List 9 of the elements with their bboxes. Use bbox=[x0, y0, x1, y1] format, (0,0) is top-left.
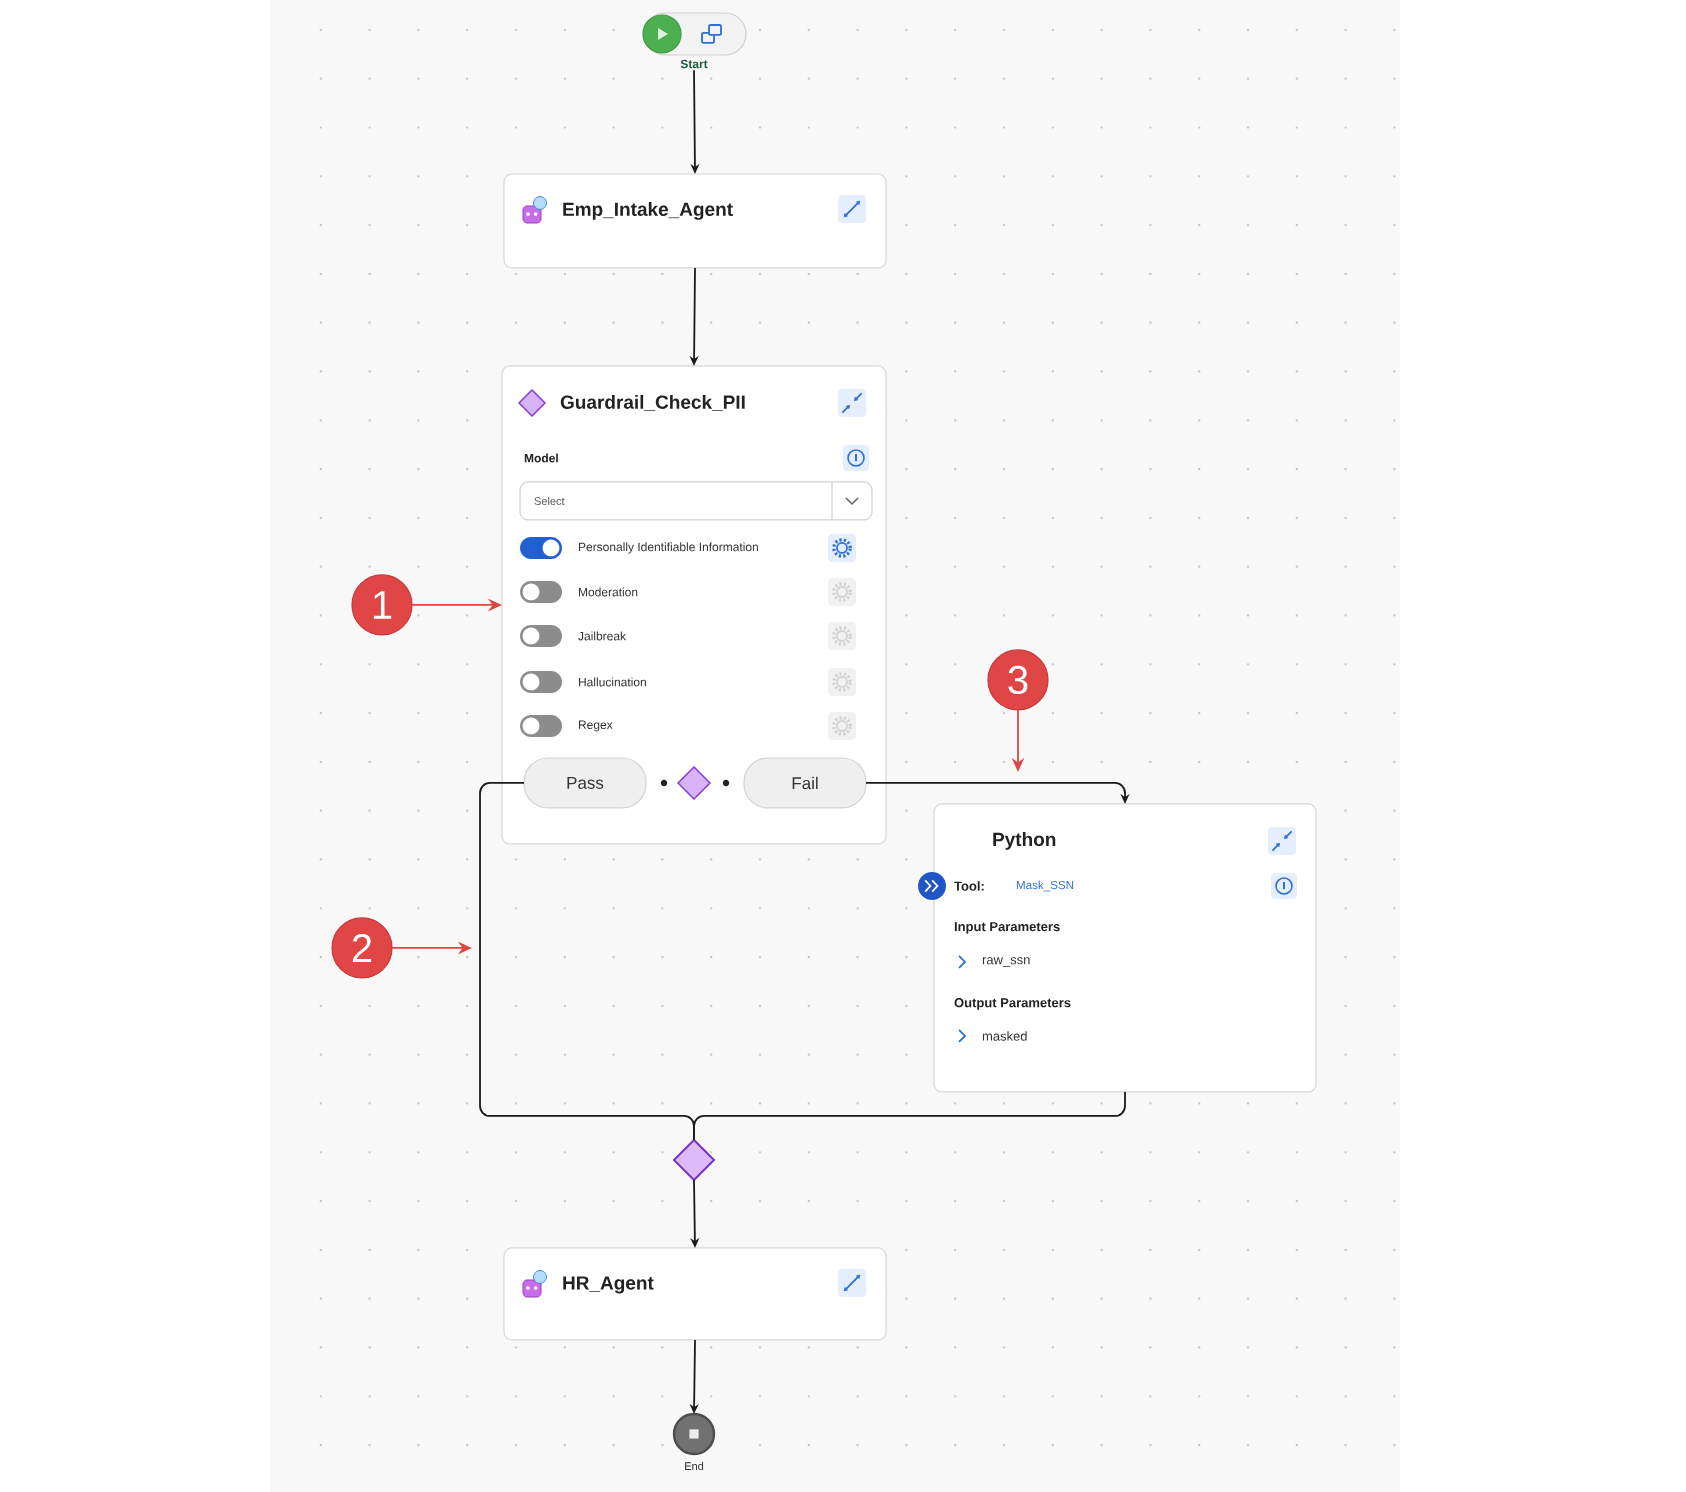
branch-button: Fail bbox=[743, 757, 867, 809]
branch-button: Pass bbox=[523, 757, 647, 809]
node-title: Guardrail_Check_PII bbox=[560, 394, 745, 411]
callout-number: 2 bbox=[331, 917, 393, 979]
callout-number: 1 bbox=[351, 574, 413, 636]
callout-number: 3 bbox=[987, 649, 1049, 711]
node-title: HR_Agent bbox=[563, 1276, 654, 1294]
node-title: Python bbox=[993, 832, 1056, 850]
node-title: Emp_Intake_Agent bbox=[563, 202, 733, 220]
